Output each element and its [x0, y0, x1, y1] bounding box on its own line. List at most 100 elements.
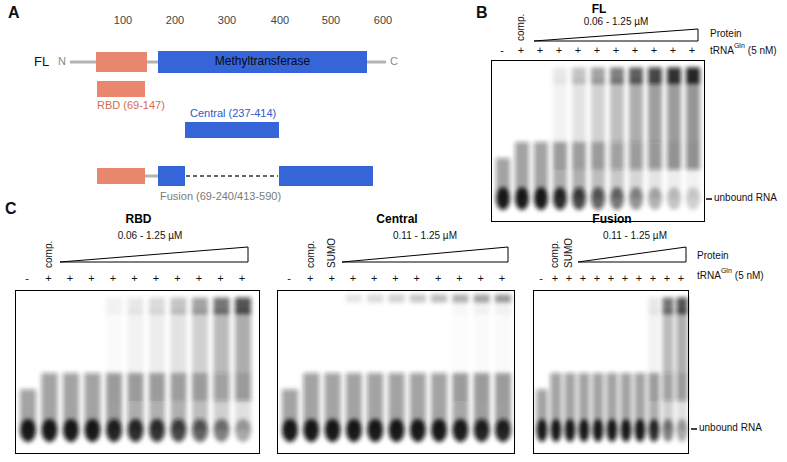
gel-lane [214, 298, 230, 442]
gel-lane [593, 373, 604, 442]
lane-sign: + [499, 272, 505, 285]
lane-label: SUMO [326, 238, 338, 268]
panel-letter: C [5, 200, 17, 218]
fusion-linker [145, 175, 158, 178]
construct-label: Methyltransferase [215, 55, 310, 69]
gel-image [278, 291, 516, 455]
unbound-band [235, 419, 251, 442]
row-label: tRNA [697, 270, 721, 282]
residue-tick: 500 [322, 14, 340, 27]
gel-title: Fusion [592, 213, 631, 227]
unbound-band [431, 419, 447, 442]
gel-lane [171, 298, 187, 442]
residue-tick: 600 [374, 14, 392, 27]
unbound-band [663, 419, 674, 442]
gel-lane [85, 373, 101, 442]
lane-sign: + [131, 272, 137, 285]
lane-sign: + [580, 272, 586, 285]
lane-sign: + [456, 272, 462, 285]
complex-band [663, 298, 674, 314]
complex-band [149, 298, 165, 314]
lane-sign: - [539, 272, 543, 285]
complex-band [106, 298, 122, 314]
gel-lane [63, 373, 79, 442]
gel-lane [621, 373, 632, 442]
complex-band [572, 67, 586, 83]
complex-smear [572, 80, 586, 169]
gel-lane [431, 294, 447, 442]
complex-band [389, 294, 405, 302]
band-marker [691, 428, 697, 430]
gel-lane [282, 389, 298, 441]
gel-image [492, 61, 706, 223]
complex-smear [629, 80, 643, 169]
complex-smear [452, 311, 468, 401]
lane-sign: - [25, 272, 29, 285]
unbound-band [610, 187, 624, 210]
gel-lane [106, 298, 122, 442]
unbound-band [367, 419, 383, 442]
terminus-label: N [58, 55, 66, 68]
unbound-band [303, 419, 319, 442]
concentration-wedge [60, 247, 248, 262]
gel-lane [635, 373, 646, 442]
lane-sign: - [500, 44, 504, 57]
residue-tick: 400 [271, 14, 289, 27]
complex-smear [128, 311, 144, 401]
band-marker [706, 198, 712, 200]
gel-lane [537, 389, 548, 441]
unbound-band [495, 419, 511, 442]
complex-smear [648, 80, 662, 169]
complex-smear [106, 311, 122, 401]
lane-sign: - [287, 272, 291, 285]
unbound-band [649, 419, 660, 442]
lane-sign: + [552, 272, 558, 285]
lane-label: comp. [515, 14, 527, 41]
unbound-band [452, 419, 468, 442]
complex-smear [686, 80, 700, 169]
superscript: Gln [721, 267, 732, 275]
complex-band [431, 294, 447, 302]
residue-tick: 200 [166, 14, 184, 27]
lane-sign: + [392, 272, 398, 285]
lane-sign: + [622, 272, 628, 285]
row-label: tRNA [710, 45, 734, 57]
unbound-band [686, 187, 700, 210]
gel-lane [663, 298, 674, 442]
gel-lane [553, 67, 567, 210]
gel-lane [579, 373, 590, 442]
unbound-band [551, 419, 562, 442]
gel-lane [648, 67, 662, 210]
rbd-construct: RBD (69-147) [97, 81, 145, 97]
unbound-band [648, 187, 662, 210]
complex-smear [649, 311, 660, 401]
concentration-range: 0.06 - 1.25 µM [584, 16, 649, 28]
unbound-band [565, 419, 576, 442]
unbound-band [346, 419, 362, 442]
lane-sign: + [110, 272, 116, 285]
fusion-mt-part [279, 166, 373, 186]
unbound-band [171, 419, 187, 442]
complex-band [452, 294, 468, 302]
unbound-band [553, 187, 567, 210]
gel-lane [667, 67, 681, 210]
terminus-label: C [390, 55, 398, 68]
gel-lane [649, 298, 660, 442]
complex-band [367, 294, 383, 302]
gel-lane [572, 67, 586, 210]
gel-lane [128, 298, 144, 442]
complex-smear [677, 311, 688, 401]
complex-band [677, 298, 688, 314]
complex-smear [495, 311, 511, 401]
unbound-band [572, 187, 586, 210]
unbound-band [635, 419, 646, 442]
row-label: (5 nM) [748, 45, 777, 57]
band-label: unbound RNA [714, 192, 777, 204]
unbound-band [20, 419, 36, 442]
unbound-band [282, 419, 298, 442]
row-label: (5 nM) [735, 270, 764, 282]
lane-sign: + [196, 272, 202, 285]
lane-sign: + [307, 272, 313, 285]
construct-name: FL [34, 55, 49, 70]
